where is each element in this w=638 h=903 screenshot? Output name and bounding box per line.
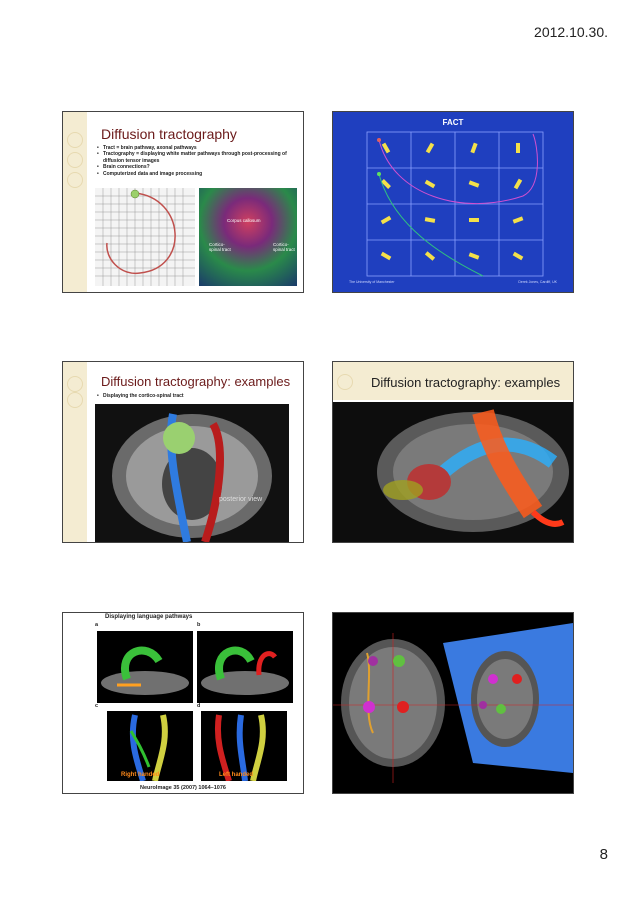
slide-fact: FACT The University [332,111,574,293]
image-label: Cortico-spinal tract [209,242,231,252]
slide-title: Diffusion tractography [101,126,237,142]
panel-label-c: c [95,703,99,709]
decorative-band [63,112,87,292]
panel-label-d: d [197,703,201,709]
bullet-list: Tract = brain pathway, axonal pathways T… [97,145,297,177]
slide-3d-brain-nodes [332,612,574,794]
image-label: Corpus callosum [227,218,261,223]
3d-brain-nodes-image [333,623,573,783]
panel-d-image: Left handed [201,711,287,782]
fact-footer-right: Derek Jones, Cardiff, UK [518,280,557,284]
fact-title: FACT [442,118,464,127]
fact-grid-image [366,131,544,277]
fact-footer-left: The University of Manchester [349,280,395,284]
panel-b-image [197,631,293,703]
image-label: posterior view [219,496,263,503]
page-number: 8 [599,846,608,863]
caption-right-handed: Right handed [121,772,160,778]
bullet-item: Brain connections? [97,164,297,171]
bullet-item: Computerized data and image processing [97,171,297,178]
decorative-band [333,362,357,400]
slide-tractography-examples-1: Diffusion tractography: examples Display… [62,361,304,543]
decorative-band [333,362,573,400]
citation: NeuroImage 35 (2007) 1064–1076 [140,785,226,791]
slide-title: Diffusion tractography: examples [101,374,291,389]
image-label: Cortico-spinal tract [273,242,295,252]
panel-label-a: a [95,622,99,628]
panel-c-image: Right handed [107,711,193,782]
slide-tractography-examples-2: Diffusion tractography: examples [332,361,574,543]
sagittal-tract-image [333,402,573,542]
panel-label-b: b [197,622,201,628]
decorative-band [63,362,87,542]
slide-title: Diffusion tractography: examples [371,375,561,390]
caption-left-handed: Left handed [219,772,253,778]
corticospinal-brain-image: posterior view [95,404,289,542]
bullet-item: Tract = brain pathway, axonal pathways [97,145,297,152]
slide-language-pathways: Displaying language pathways a b c d Rig… [62,612,304,794]
color-dti-image: Corpus callosum Cortico-spinal tract Cor… [199,188,297,286]
slide-diffusion-tractography: Diffusion tractography Tract = brain pat… [62,111,304,293]
bullet-item: Displaying the cortico-spinal tract [97,393,297,400]
slide-heading: Displaying language pathways [105,614,193,620]
bullet-item: Tractography = displaying white matter p… [97,151,297,164]
bullet-list: Displaying the cortico-spinal tract [97,393,297,400]
date-header: 2012.10.30. [534,24,608,40]
panel-a-image [97,631,193,703]
vector-field-image [95,188,195,286]
